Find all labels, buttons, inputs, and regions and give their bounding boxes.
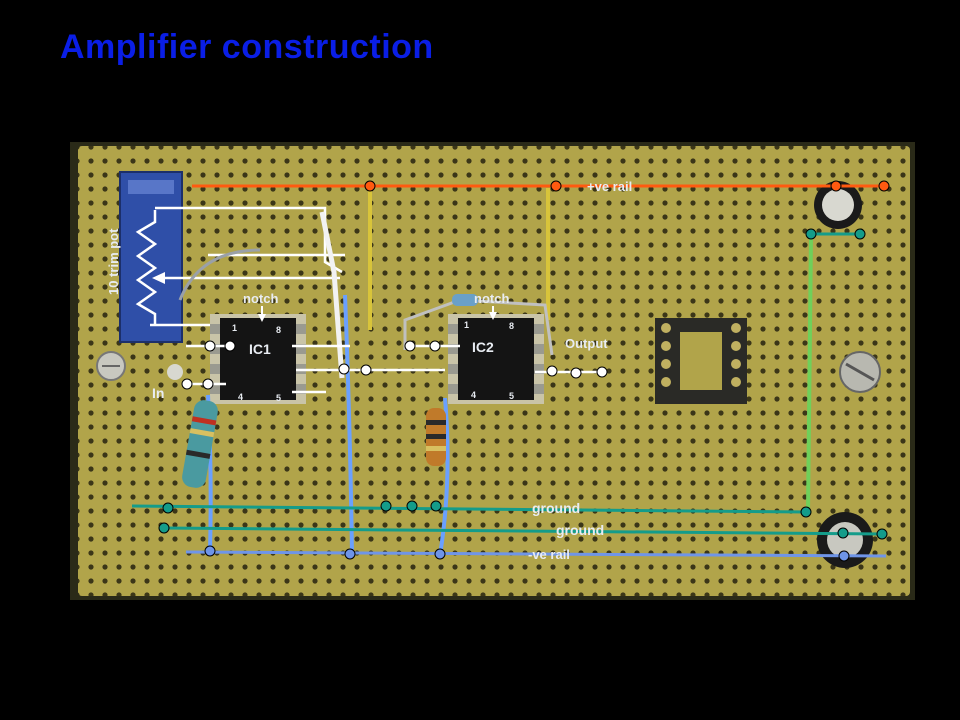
resistor-symbol (135, 210, 158, 326)
annotation-dots (181, 340, 608, 390)
output-label: Output (565, 336, 608, 351)
pot-wiper-arrow (152, 272, 165, 284)
empty-socket (655, 318, 747, 404)
ic1-pin1-label: 1 (232, 323, 237, 333)
ground-rail-line-2 (158, 522, 888, 540)
ic1-pin5-label: 5 (276, 393, 281, 403)
positive-rail-label: +ve rail (587, 179, 632, 194)
positive-rail-line (192, 180, 890, 192)
ground-label-2: ground (556, 522, 604, 538)
ground-link-top (805, 228, 866, 240)
blue-wire-1 (343, 294, 354, 556)
ic1-pin8-label: 8 (276, 325, 281, 335)
ic2-chip (448, 314, 544, 404)
ground-rail-line-1 (131, 500, 812, 518)
resistor-ic2-bottom (426, 408, 446, 466)
ic1-chip (210, 314, 306, 404)
trim-pot (96, 171, 183, 381)
negative-rail-line (185, 545, 887, 562)
ic2-pin4-label: 4 (471, 390, 476, 400)
notch-ic2-arrowhead (489, 312, 497, 320)
notch-ic1-label: notch (243, 291, 278, 306)
green-wire (806, 235, 813, 513)
slide-title: Amplifier construction (60, 28, 434, 66)
grey-wire (178, 248, 261, 301)
ic2-pin1-label: 1 (464, 320, 469, 330)
input-label: In (152, 385, 164, 401)
ic1-label: IC1 (249, 341, 271, 357)
resistor-ic2 (452, 294, 478, 306)
ic2-label: IC2 (472, 339, 494, 355)
screw-right (839, 351, 881, 393)
input-pin (167, 364, 183, 380)
ic1-pin4-label: 4 (238, 392, 243, 402)
notch-ic1-arrowhead (258, 314, 266, 322)
negative-rail-label: -ve rail (528, 547, 570, 562)
white-wire (319, 211, 345, 379)
ic2-pin8-label: 8 (509, 321, 514, 331)
resistor-in (182, 400, 218, 488)
capacitor-bottom (817, 512, 873, 568)
ground-label-1: ground (532, 500, 580, 516)
capacitor-top (814, 181, 862, 229)
blue-wire-2 (438, 397, 450, 556)
notch-ic2-label: notch (474, 291, 509, 306)
trim-pot-label: 10 trim pot (106, 228, 121, 295)
ic2-pin5-label: 5 (509, 391, 514, 401)
